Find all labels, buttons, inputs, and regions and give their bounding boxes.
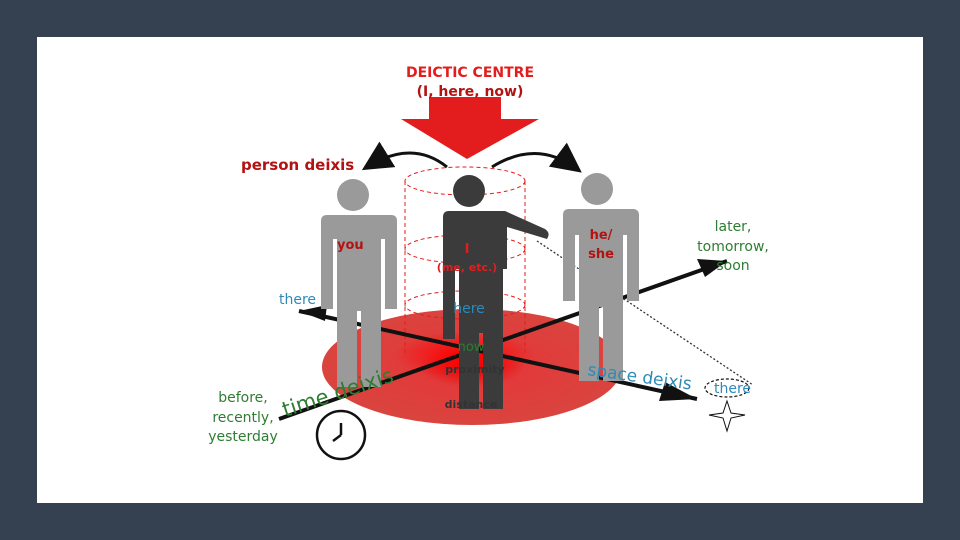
later-label-line-3: soon xyxy=(716,258,749,274)
there-right-label: there xyxy=(714,381,751,397)
deixis-diagram: DEICTIC CENTRE (I, here, now) person dei… xyxy=(208,65,769,461)
i-label-line-1: I xyxy=(465,242,470,257)
there-left-label: there xyxy=(279,292,316,308)
here-label: here xyxy=(453,301,485,317)
later-label-line-2: tomorrow, xyxy=(697,239,769,255)
later-label-line-1: later, xyxy=(715,219,752,235)
before-label-line-1: before, xyxy=(218,390,268,406)
arrow-down-icon xyxy=(401,97,539,159)
before-label-line-2: recently, xyxy=(212,410,273,426)
distance-label: distance xyxy=(445,398,498,411)
person-arrow-right xyxy=(491,142,582,173)
pointing-line xyxy=(536,240,754,386)
person-icon xyxy=(433,175,549,409)
person-deixis-label: person deixis xyxy=(241,156,354,174)
title-line-2: (I, here, now) xyxy=(417,84,524,100)
he-she-label-line-2: she xyxy=(588,247,614,262)
i-label-line-2: (me, etc.) xyxy=(437,261,497,274)
person-arrow-left xyxy=(361,141,448,171)
before-label-line-3: yesterday xyxy=(208,429,278,445)
person-icon xyxy=(315,179,397,387)
he-she-label-line-1: he/ xyxy=(590,228,613,243)
you-label: you xyxy=(337,238,364,253)
compass-icon xyxy=(704,378,750,433)
now-label: now xyxy=(458,340,485,355)
person-icon xyxy=(563,173,639,381)
title-line-1: DEICTIC CENTRE xyxy=(406,65,534,81)
proximity-label: proximity xyxy=(445,363,504,376)
slide: DEICTIC CENTRE (I, here, now) person dei… xyxy=(37,37,923,503)
clock-icon xyxy=(315,409,367,461)
